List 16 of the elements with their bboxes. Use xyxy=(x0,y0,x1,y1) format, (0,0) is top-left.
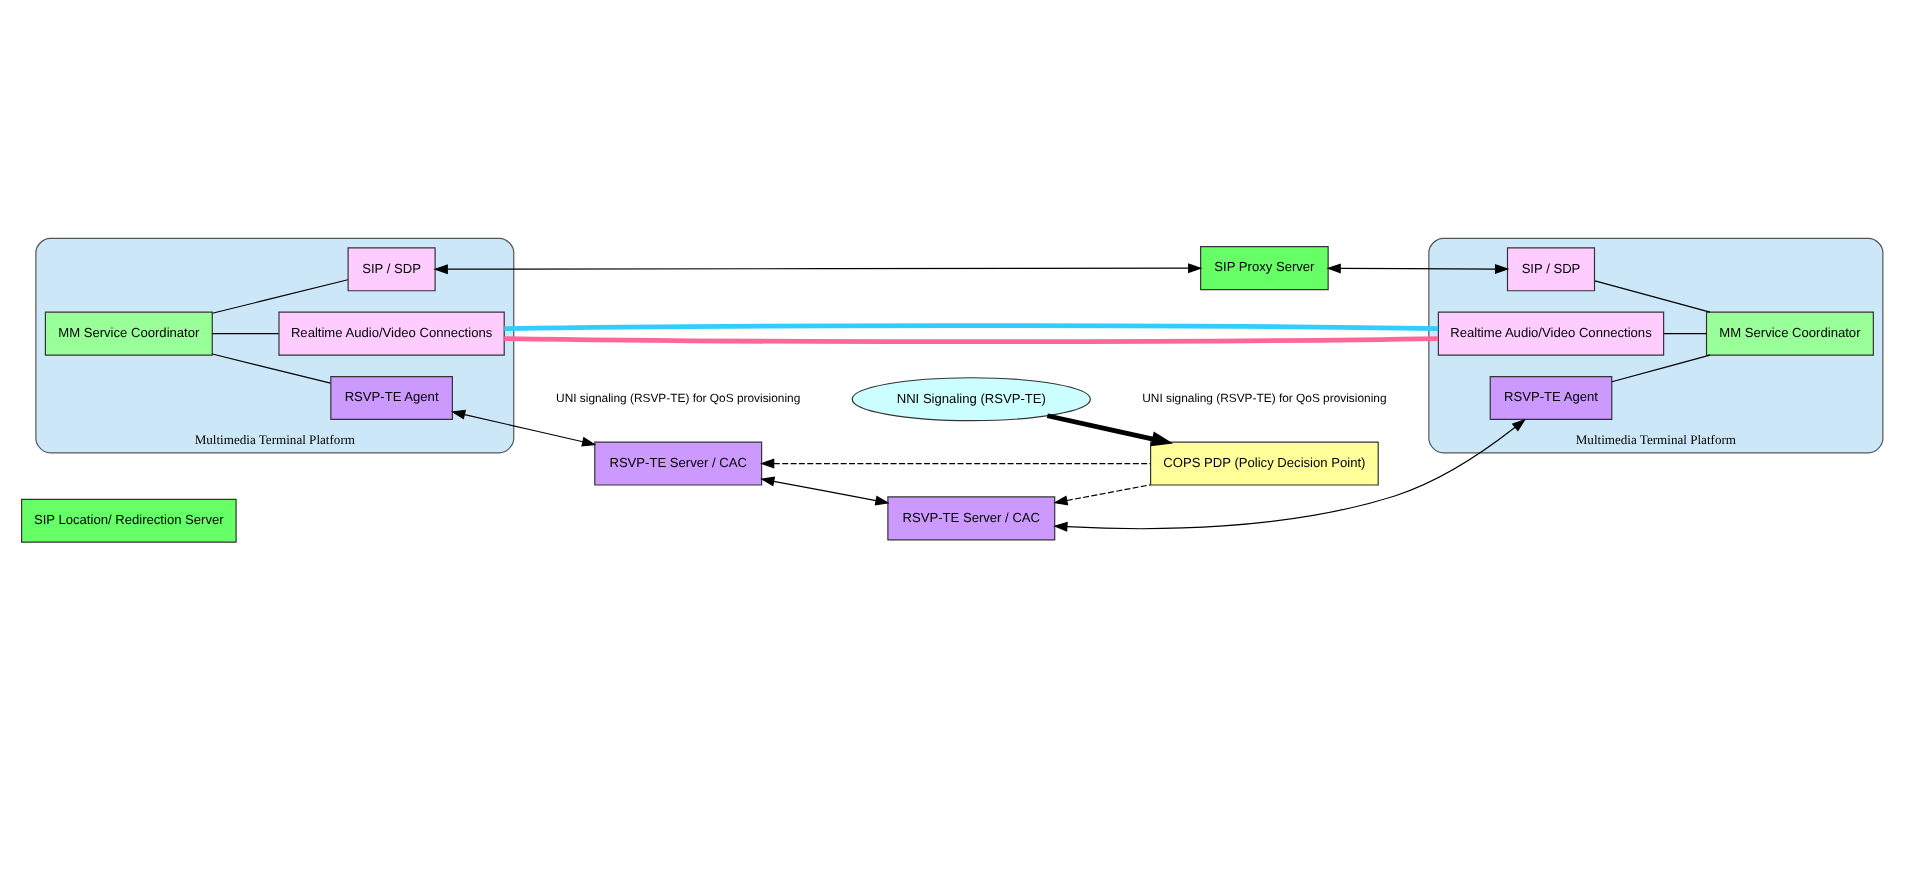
connector xyxy=(504,323,1439,332)
arrow xyxy=(760,458,1151,469)
connector xyxy=(211,333,280,335)
connector xyxy=(1611,354,1711,383)
connector xyxy=(1594,280,1711,313)
connector xyxy=(211,353,332,384)
arrow xyxy=(1053,484,1151,506)
arrow xyxy=(1326,263,1510,275)
connector xyxy=(504,336,1439,345)
arrow xyxy=(433,263,1203,275)
arrow xyxy=(450,409,597,447)
arrow xyxy=(1053,418,1526,532)
connector xyxy=(1663,333,1708,335)
connector xyxy=(211,279,349,314)
arrow xyxy=(760,476,890,506)
arrow xyxy=(1046,413,1174,447)
